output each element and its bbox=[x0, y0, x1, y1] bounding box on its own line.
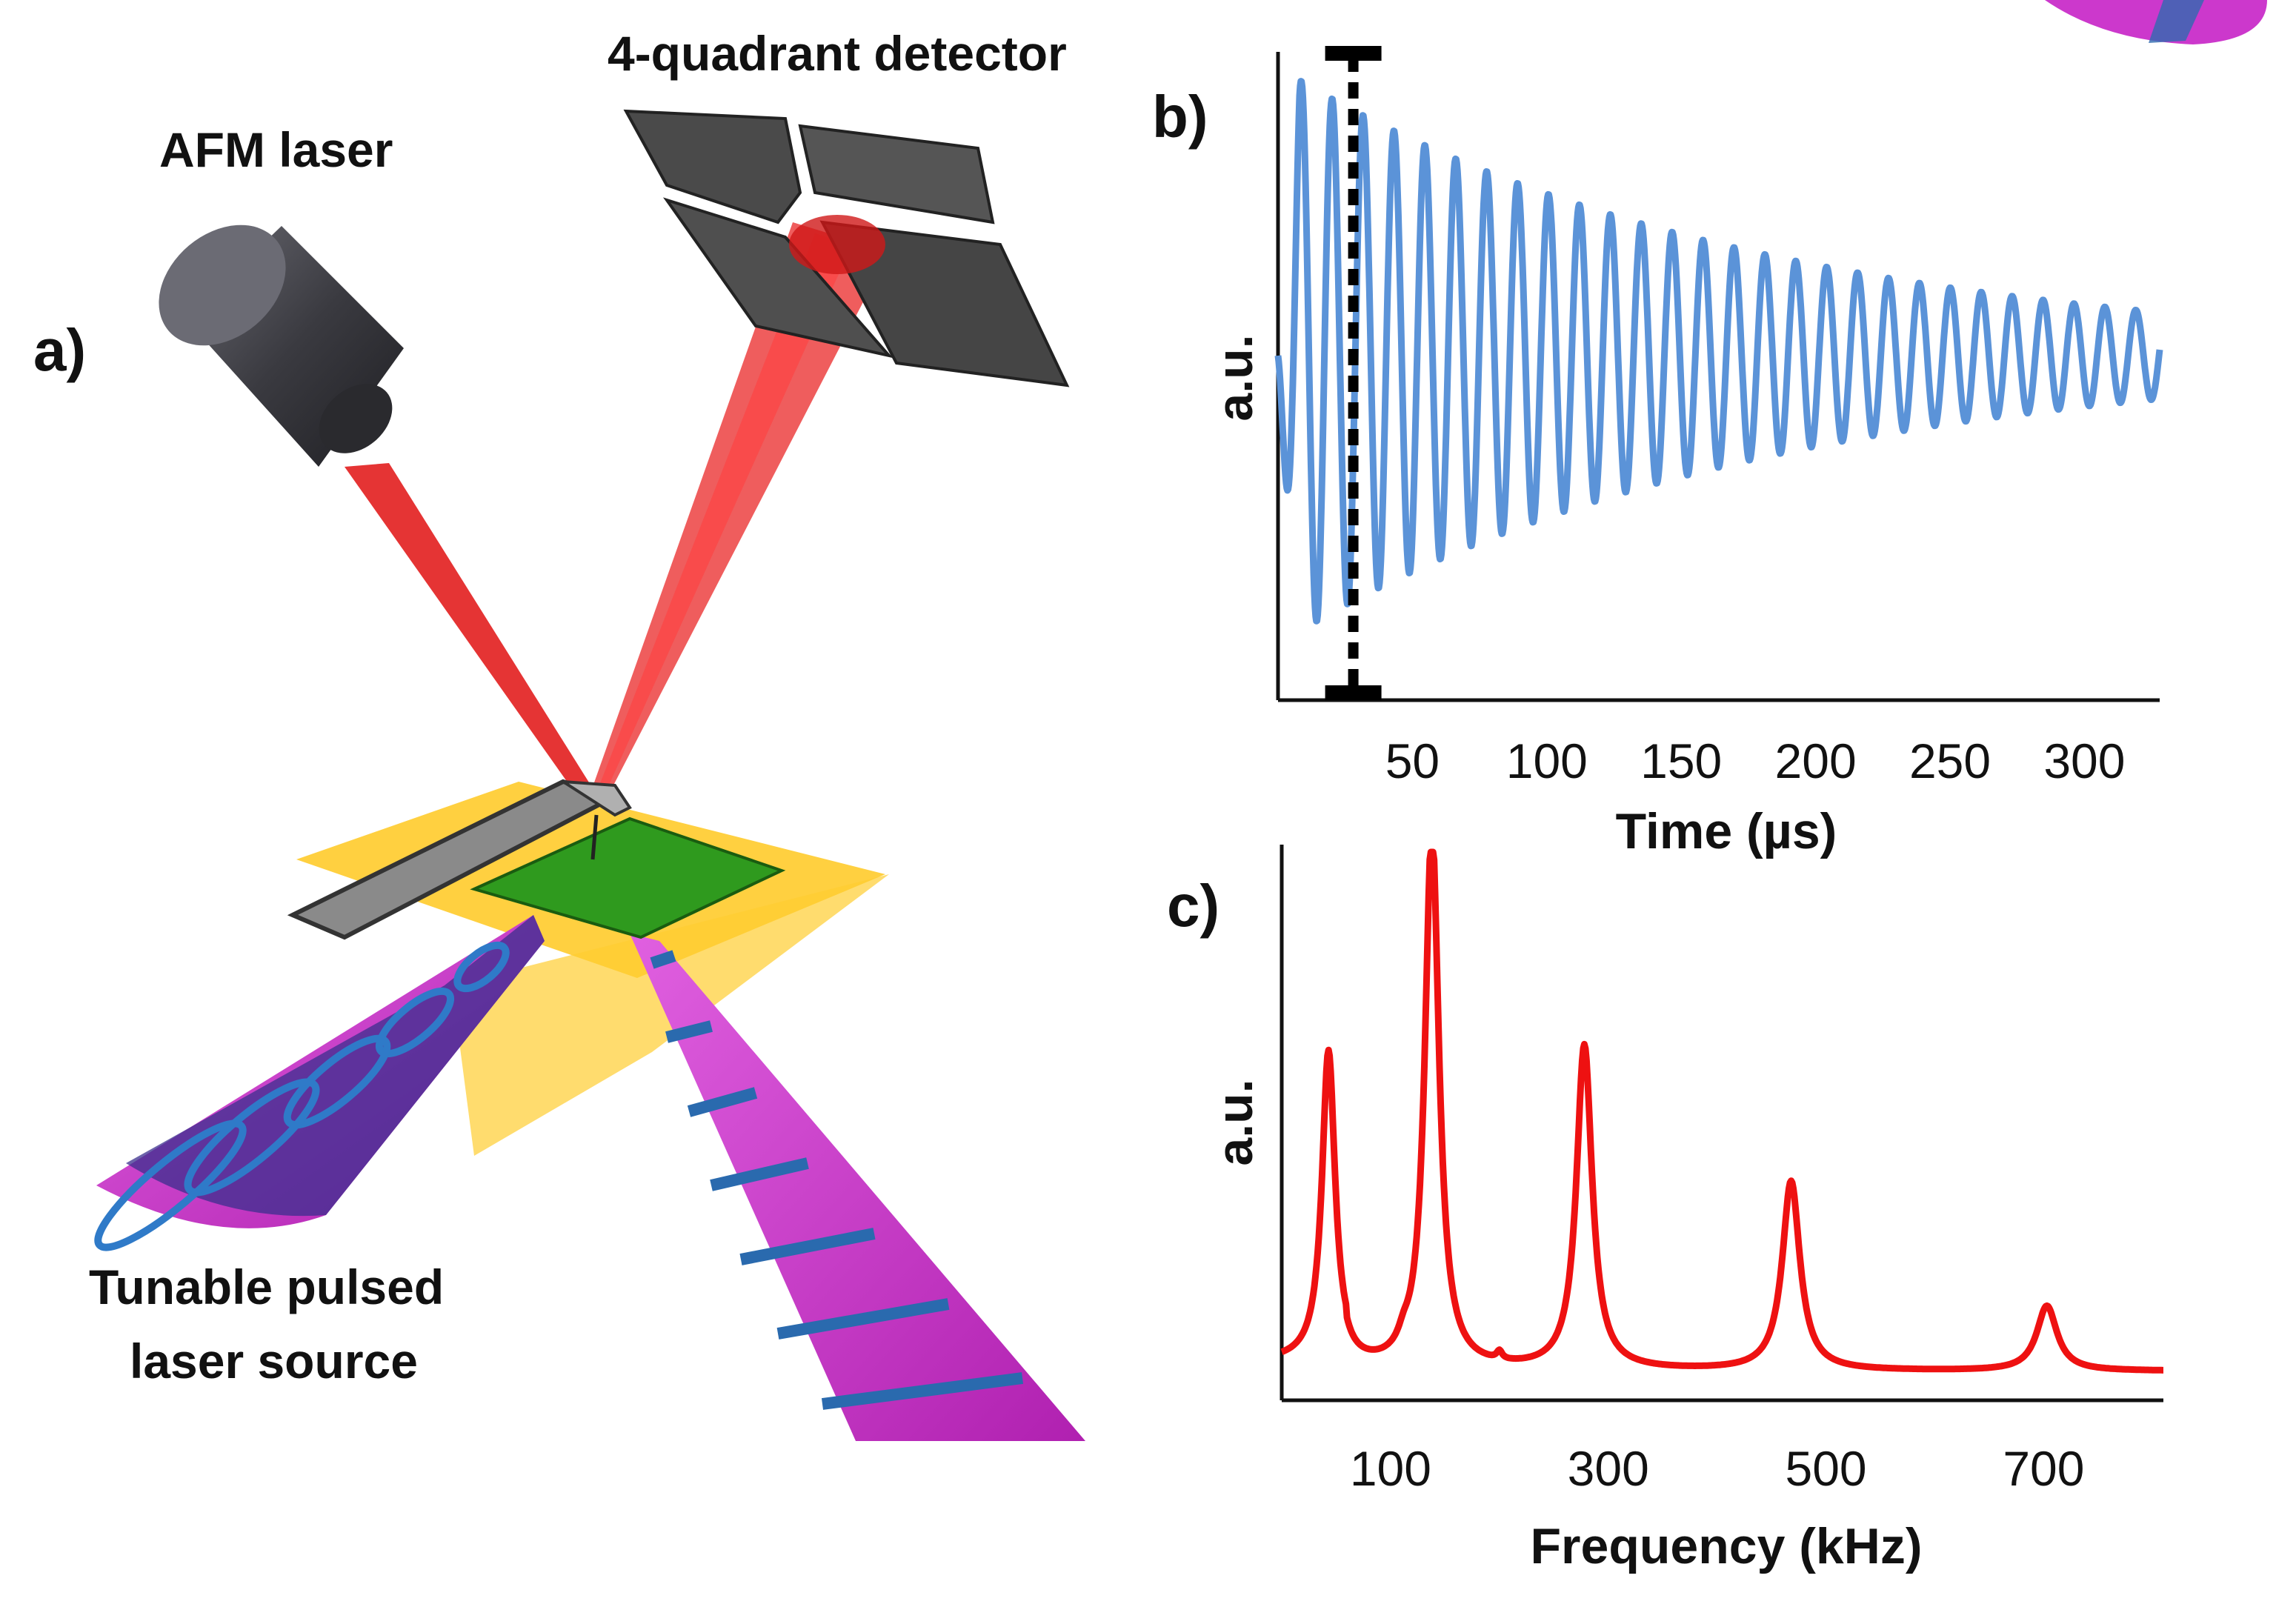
afm-reflected-beam-core-icon bbox=[591, 233, 852, 806]
pulse-bands-right bbox=[650, 950, 1024, 1410]
chart-b-xtick: 100 bbox=[1506, 733, 1588, 788]
pulsed-beam-right-icon bbox=[630, 934, 1085, 1441]
afm-tip-icon bbox=[590, 814, 599, 860]
chart-b-ticks: 50 100 150 200 250 300 bbox=[1385, 733, 2126, 788]
chart-c-ylabel: a.u. bbox=[1207, 1079, 1263, 1165]
afm-laser-label: AFM laser bbox=[159, 122, 393, 177]
chart-c-xlabel: Frequency (kHz) bbox=[1531, 1518, 1923, 1574]
afm-incident-beam-icon bbox=[345, 463, 600, 808]
source-label-line2: laser source bbox=[130, 1334, 418, 1388]
afm-laser-icon bbox=[159, 224, 404, 467]
chart-c-xtick: 700 bbox=[2003, 1441, 2084, 1496]
chart-b-xtick: 250 bbox=[1909, 733, 1991, 788]
chart-c-ticks: 100 300 500 700 bbox=[1350, 1441, 2085, 1496]
pulse-band-partial-icon bbox=[2149, 0, 2204, 43]
chart-b-xtick: 300 bbox=[2043, 733, 2125, 788]
cantilever-end-icon bbox=[562, 780, 632, 817]
panel-c: c) 100 300 500 700 Frequency (kHz) a.u. bbox=[1167, 845, 2166, 1574]
chart-c-xtick: 300 bbox=[1568, 1441, 1649, 1496]
panel-c-label: c) bbox=[1167, 873, 1219, 939]
chart-b-xtick: 150 bbox=[1640, 733, 1722, 788]
chart-b-xlabel: Time (µs) bbox=[1616, 803, 1837, 859]
chart-b-xtick: 200 bbox=[1775, 733, 1857, 788]
chart-b-marker bbox=[1325, 46, 1382, 700]
source-label-line1: Tunable pulsed bbox=[89, 1260, 444, 1314]
panel-a: a) 4-quadrant detector AFM laser Tunable… bbox=[33, 0, 2267, 1441]
quadrant-detector-icon bbox=[623, 109, 1070, 387]
chart-b-signal-line bbox=[1274, 78, 2163, 625]
panel-a-label: a) bbox=[33, 317, 86, 383]
panel-b: b) 50 100 150 200 250 300 Time (µs) a.u. bbox=[1152, 46, 2163, 859]
panel-b-label: b) bbox=[1152, 84, 1208, 150]
chart-b-ylabel: a.u. bbox=[1207, 334, 1263, 421]
chart-c-spectrum-line bbox=[1280, 848, 2166, 1374]
chart-b-xtick: 50 bbox=[1385, 733, 1440, 788]
pulse-bands-left bbox=[94, 941, 510, 1251]
detector-label: 4-quadrant detector bbox=[608, 26, 1067, 81]
sample-icon bbox=[470, 816, 786, 939]
chart-c-xtick: 100 bbox=[1350, 1441, 1431, 1496]
chart-c-xtick: 500 bbox=[1786, 1441, 1867, 1496]
